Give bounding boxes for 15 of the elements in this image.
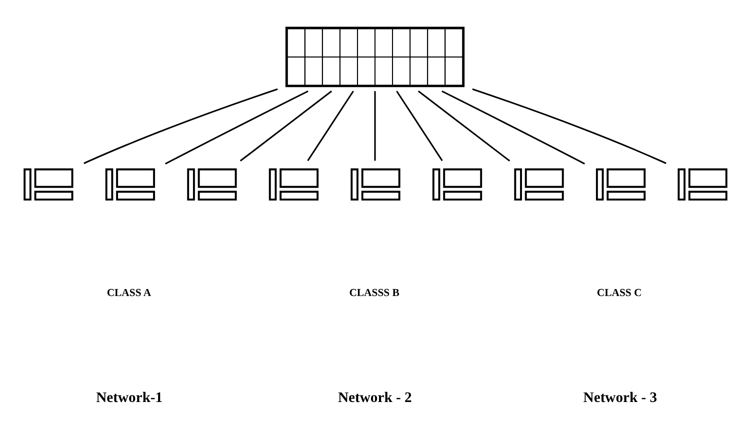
label: Network-1: [96, 390, 163, 406]
connector: [307, 90, 354, 162]
label: CLASSS B: [349, 287, 400, 300]
connector: [396, 90, 443, 162]
label: Network - 2: [338, 390, 412, 406]
label: CLASS C: [596, 287, 642, 300]
connector: [240, 90, 332, 162]
connector: [84, 88, 278, 164]
connector: [442, 90, 585, 165]
label: CLASS A: [106, 287, 152, 300]
connector: [165, 90, 308, 165]
label: Network - 3: [583, 390, 658, 406]
connector: [418, 90, 510, 162]
connector: [472, 88, 666, 164]
connector: [374, 91, 376, 161]
